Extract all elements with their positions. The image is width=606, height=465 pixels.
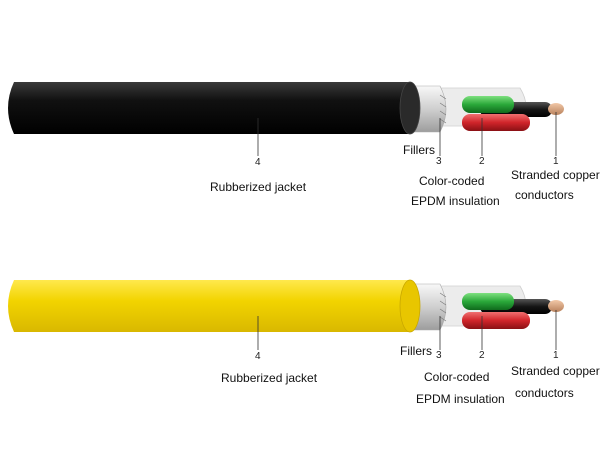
callout-number-4: 4: [255, 157, 261, 168]
label-stranded-copper: Stranded copper: [511, 364, 600, 378]
callout-number-2: 2: [479, 156, 485, 167]
label-conductors: conductors: [515, 188, 574, 202]
jacket: [8, 280, 415, 332]
label-fillers: Fillers: [403, 143, 435, 157]
label-color-coded: Color-coded: [424, 370, 490, 384]
label-epdm-insulation: EPDM insulation: [411, 194, 500, 208]
callout-number-1: 1: [553, 156, 559, 167]
red-wire: [462, 114, 530, 131]
jacket: [8, 82, 415, 134]
label-rubberized-jacket: Rubberized jacket: [221, 371, 318, 385]
label-fillers: Fillers: [400, 344, 432, 358]
callout-number-1: 1: [553, 350, 559, 361]
green-wire: [462, 96, 514, 113]
cable-yellow: [8, 279, 564, 350]
label-epdm-insulation: EPDM insulation: [416, 392, 505, 406]
label-rubberized-jacket: Rubberized jacket: [210, 180, 307, 194]
callout-number-4: 4: [255, 351, 261, 362]
red-wire: [462, 312, 530, 329]
green-wire: [462, 293, 514, 310]
label-color-coded: Color-coded: [419, 174, 485, 188]
callout-number-3: 3: [436, 350, 442, 361]
label-stranded-copper: Stranded copper: [511, 168, 600, 182]
callout-number-3: 3: [436, 156, 442, 167]
copper-conductor: [548, 300, 564, 312]
cable-black: [8, 81, 564, 156]
copper-conductor: [548, 103, 564, 115]
callout-number-2: 2: [479, 350, 485, 361]
label-conductors: conductors: [515, 386, 574, 400]
